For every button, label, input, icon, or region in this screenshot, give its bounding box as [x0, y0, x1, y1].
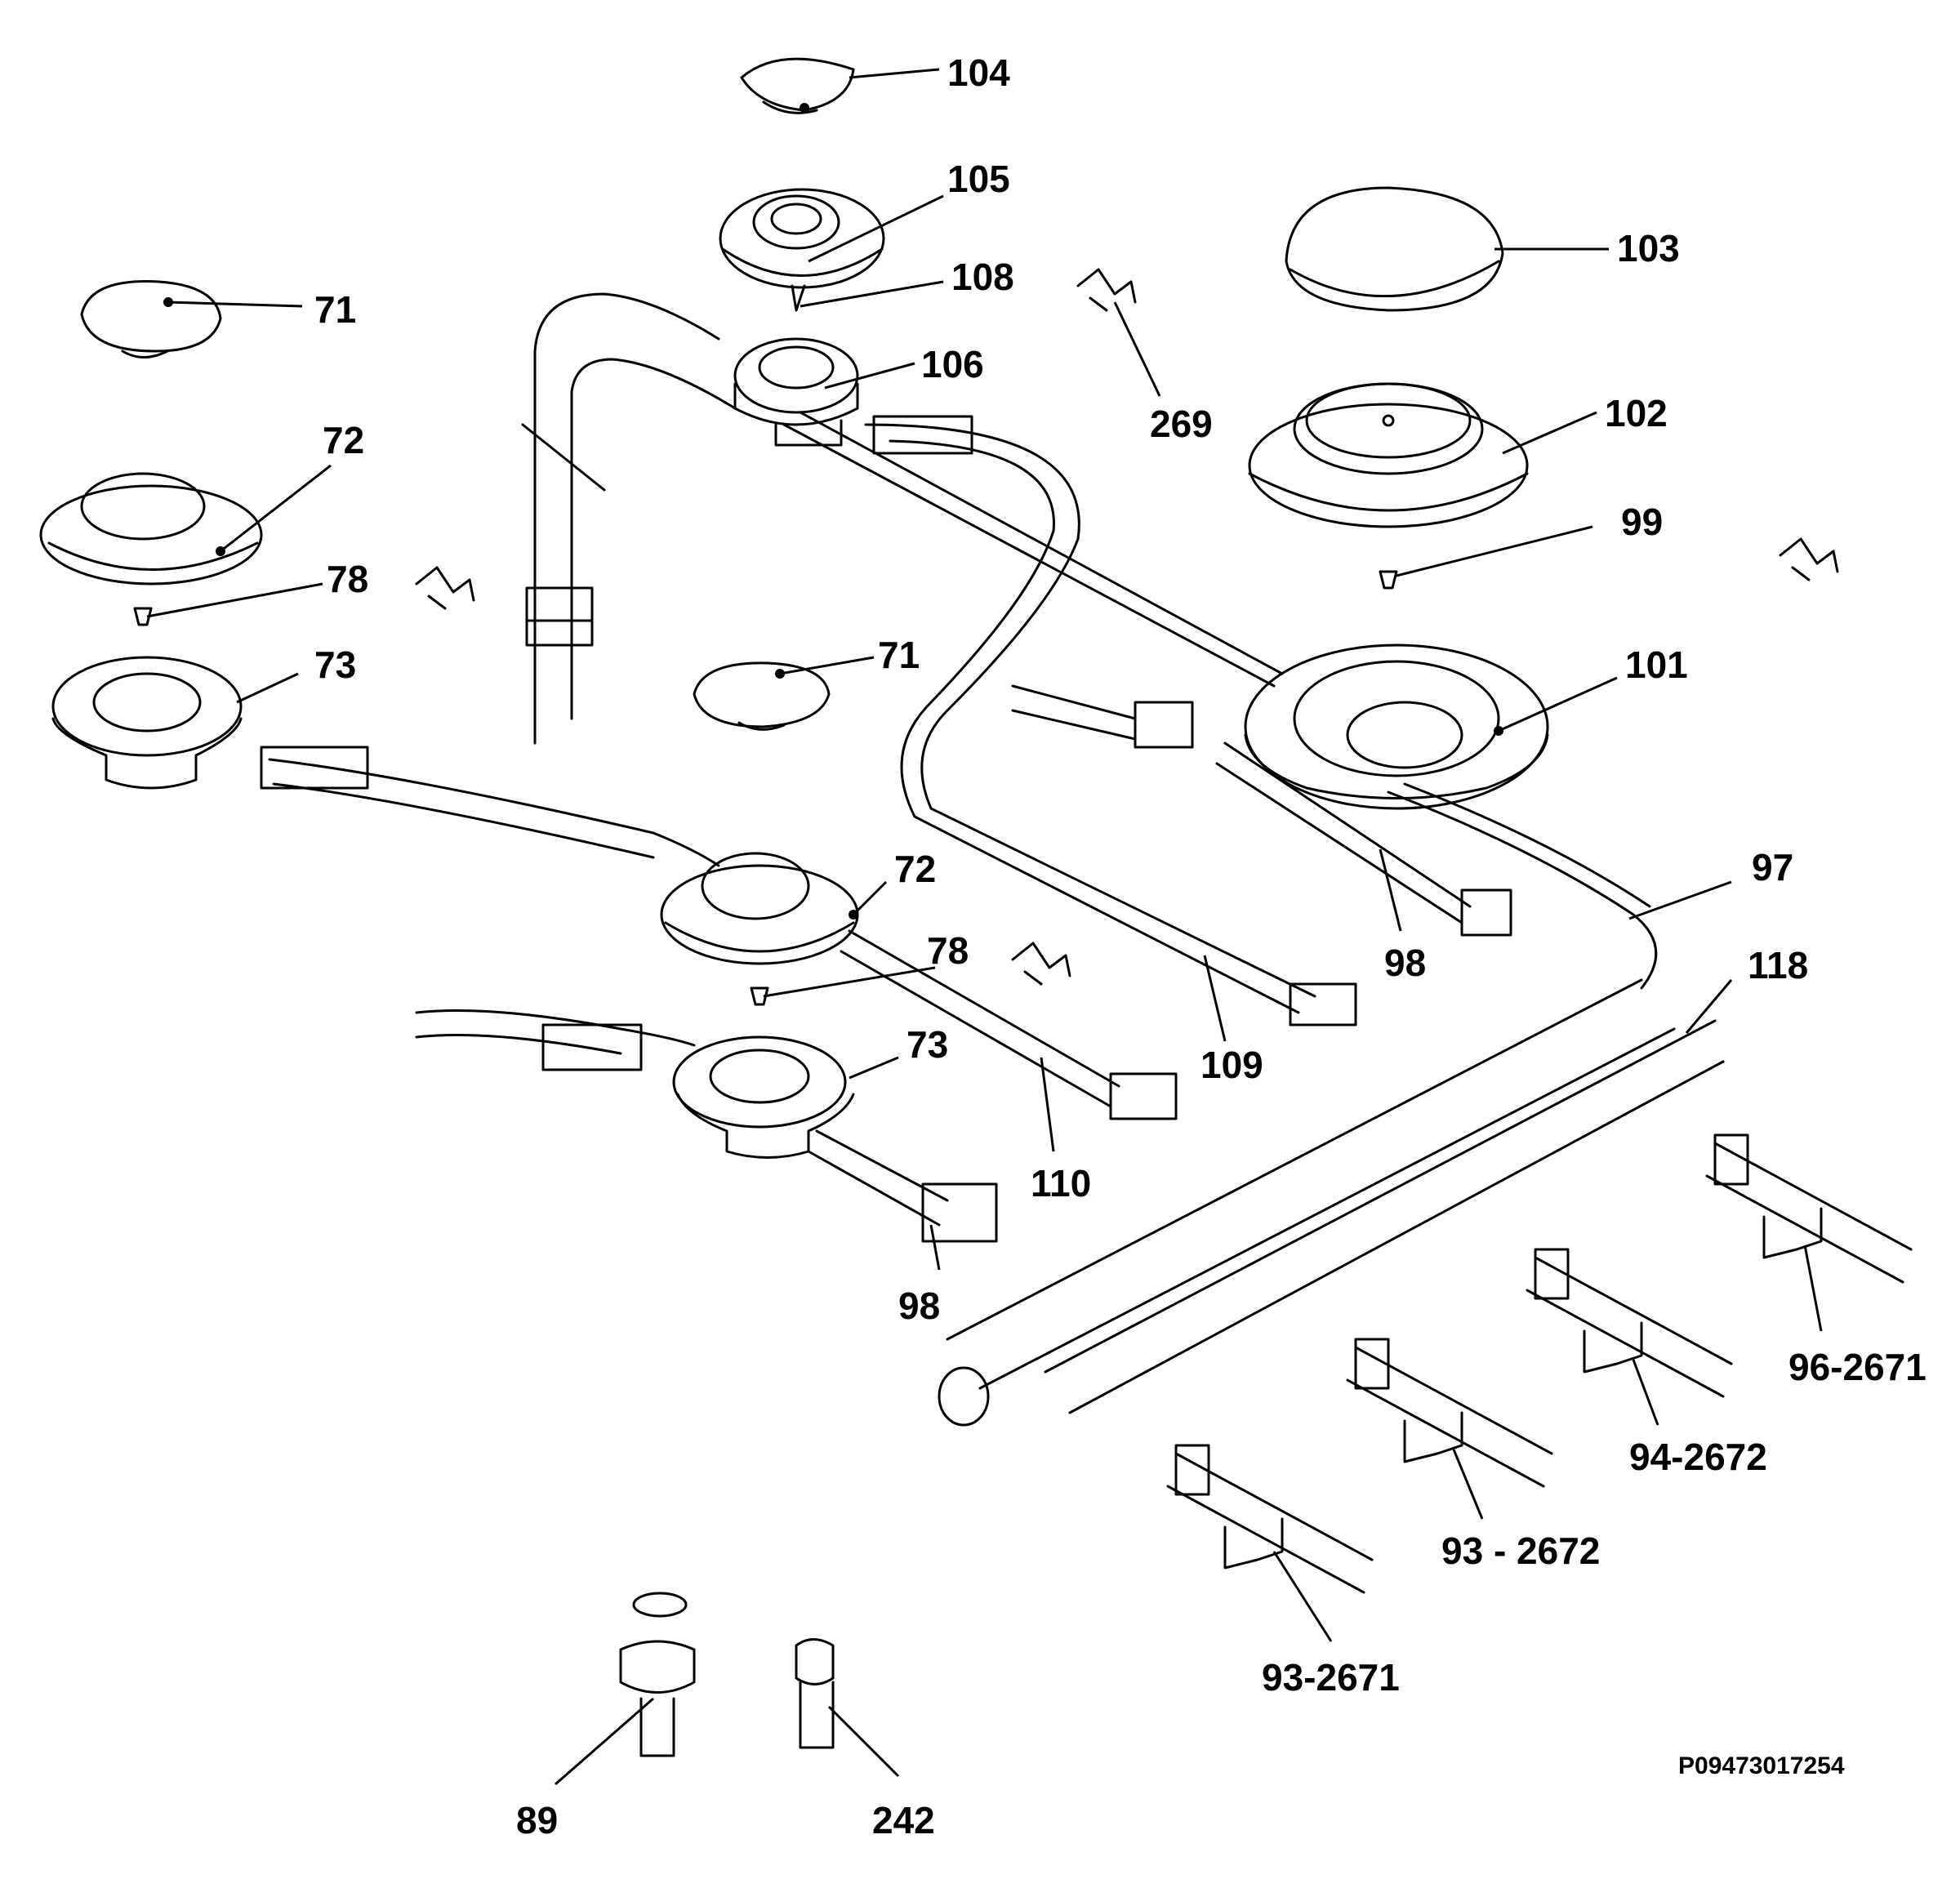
callout-72-top: 72	[323, 419, 364, 461]
callout-93-2672: 93 - 2672	[1441, 1530, 1600, 1572]
callout-labels: 104 105 108 106 103 102 99 269 71 72 78 …	[314, 51, 1927, 1841]
callout-103: 103	[1617, 227, 1680, 269]
gas-rail-97	[938, 782, 1725, 1427]
callout-73-top: 73	[314, 643, 356, 686]
gas-tap-94-2672	[1526, 1248, 1733, 1398]
callout-118: 118	[1748, 944, 1808, 986]
callout-89: 89	[516, 1799, 558, 1841]
clip-left	[415, 566, 475, 610]
callout-109: 109	[1200, 1044, 1263, 1086]
gas-tube-diagonal	[782, 411, 1284, 688]
reference-code: P09473017254	[1678, 1752, 1845, 1779]
callout-108: 108	[951, 256, 1014, 298]
clip-center	[1011, 942, 1071, 986]
burner-crown-72-left	[39, 472, 263, 586]
callout-94-2672: 94-2672	[1629, 1436, 1767, 1478]
callout-78-center: 78	[927, 929, 969, 972]
gas-tap-93-2671	[1166, 1444, 1374, 1594]
screw-78-left	[133, 607, 153, 626]
gas-tap-93-2672	[1346, 1338, 1553, 1488]
screw-78-center	[750, 986, 769, 1006]
gas-tap-96-2671	[1705, 1133, 1913, 1284]
gas-tube-left	[521, 292, 737, 745]
burner-crown-72-center	[660, 852, 859, 965]
gas-tube-98-upper	[1011, 684, 1512, 937]
burner-base-73-center	[672, 1035, 855, 1159]
burner-base-106	[733, 337, 859, 447]
burner-cap-71-center	[693, 661, 831, 731]
burner-base-101	[1244, 643, 1549, 810]
burner-cap-103	[1285, 186, 1504, 312]
callout-93-2671: 93-2671	[1262, 1656, 1400, 1699]
callout-71-top: 71	[314, 288, 356, 331]
callout-71-center: 71	[878, 634, 920, 676]
callout-72-center: 72	[894, 848, 936, 890]
fitting-89	[619, 1592, 696, 1757]
screw-99	[1379, 570, 1398, 590]
callout-104: 104	[947, 51, 1010, 94]
fitting-242	[795, 1638, 835, 1749]
burner-base-73-left	[51, 656, 243, 790]
callout-101: 101	[1625, 643, 1688, 686]
leader-lines	[146, 68, 1823, 1786]
clip-269	[1076, 268, 1137, 312]
burner-crown-102	[1248, 382, 1529, 528]
callout-97: 97	[1752, 846, 1793, 888]
callout-78-top: 78	[327, 558, 368, 600]
callout-105: 105	[947, 158, 1010, 200]
callout-98-lower: 98	[898, 1285, 940, 1327]
gas-tube-109	[864, 415, 1357, 1026]
gas-tube-110	[260, 746, 1178, 1120]
gas-tube-98-lower	[415, 1009, 998, 1243]
callout-99: 99	[1621, 501, 1663, 543]
callout-73-center: 73	[906, 1023, 948, 1066]
burner-cap-71-left	[80, 280, 222, 358]
callout-102: 102	[1605, 392, 1668, 434]
callout-98-upper: 98	[1384, 942, 1426, 984]
burner-crown-105	[719, 188, 885, 312]
callout-269: 269	[1150, 403, 1213, 445]
callout-106: 106	[921, 343, 984, 385]
callout-242: 242	[872, 1799, 935, 1841]
callout-110: 110	[1031, 1162, 1091, 1204]
burner-cap-104	[740, 57, 855, 114]
callout-96-2671: 96-2671	[1788, 1346, 1927, 1388]
clip-right	[1779, 537, 1839, 581]
